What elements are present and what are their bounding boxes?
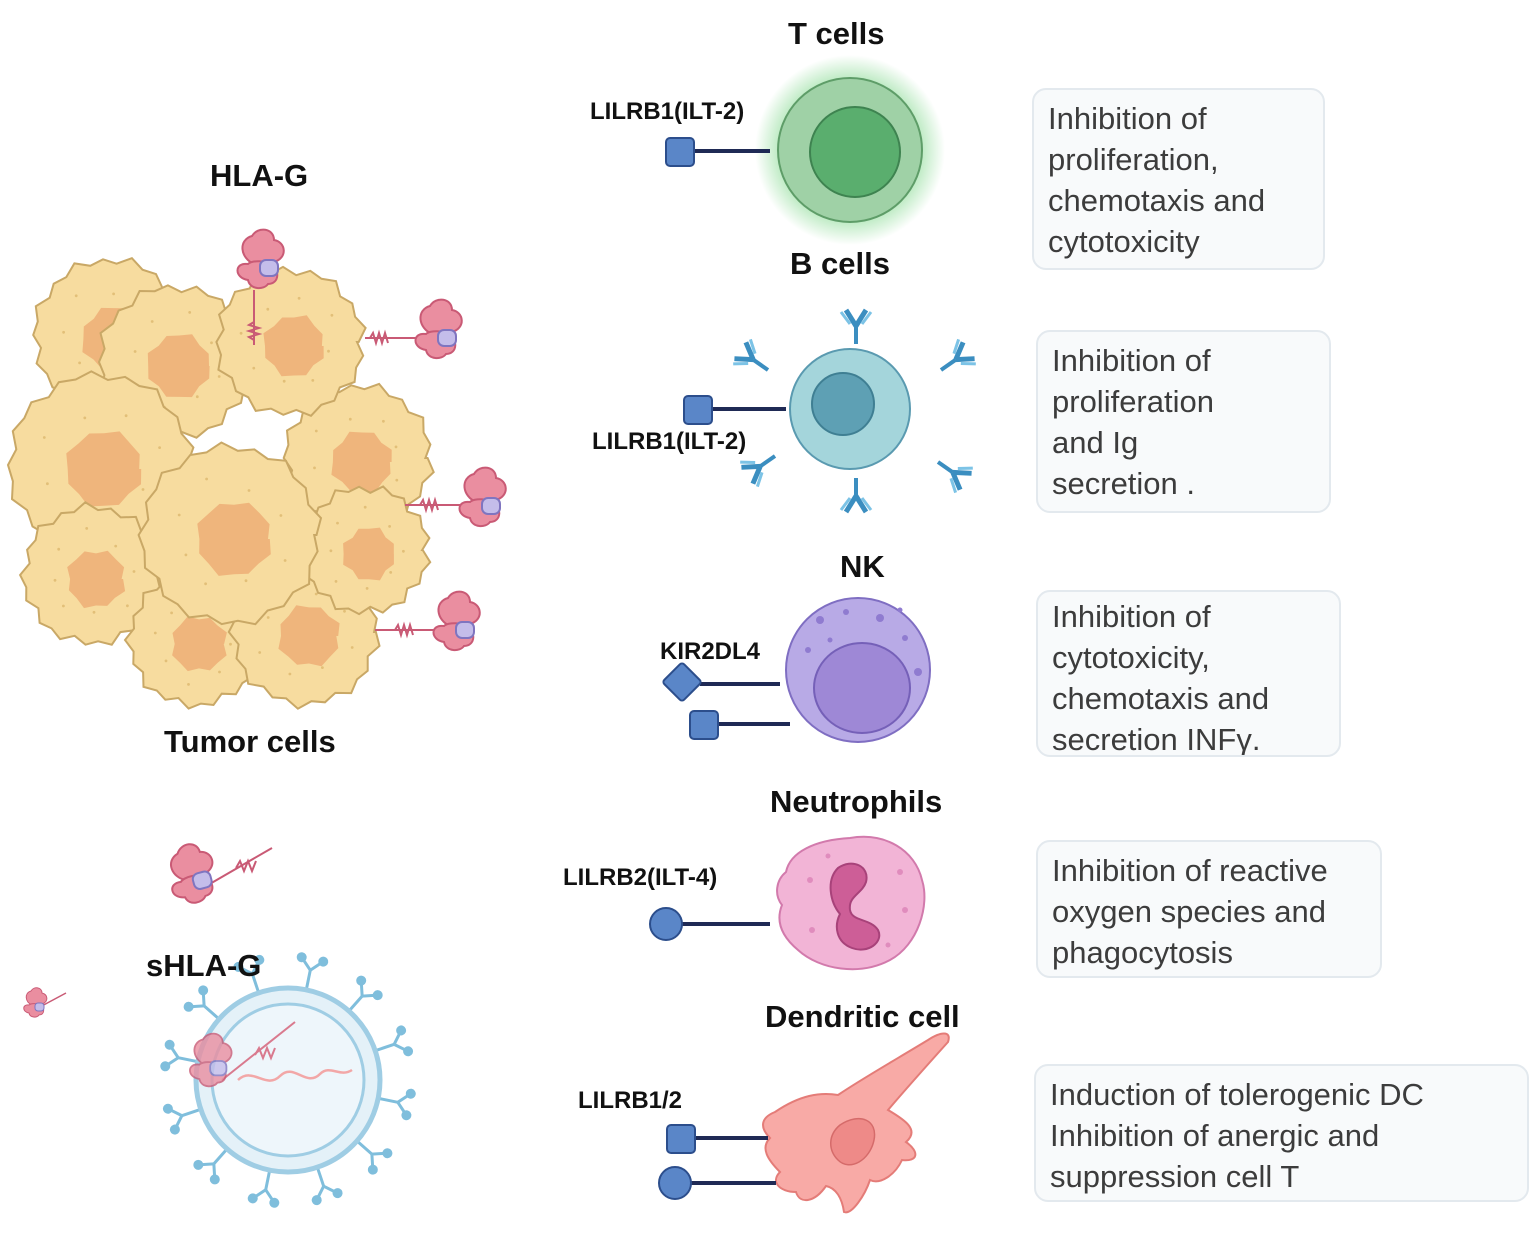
effect-line: and Ig — [1052, 425, 1139, 460]
nk-title: NK — [840, 549, 885, 584]
effect-line: proliferation — [1052, 384, 1214, 419]
neutrophil-receptor — [649, 907, 770, 941]
dendritic-cell-receptors — [658, 1124, 776, 1200]
shla-g-label: sHLA-G — [146, 948, 262, 983]
dendritic-receptor-label: LILRB1/2 — [578, 1087, 683, 1114]
hla-g-membrane-bound — [236, 228, 507, 652]
dendritic-effect-box: Induction of tolerogenic DC Inhibition o… — [1034, 1064, 1529, 1202]
effect-line: secretion INFγ. — [1052, 722, 1261, 757]
neutrophil-illustration — [776, 835, 926, 971]
t-cell-illustration — [755, 55, 945, 245]
nk-cell-receptors — [662, 662, 790, 740]
effect-line: secretion . — [1052, 466, 1196, 501]
dendritic-cell-title: Dendritic cell — [765, 999, 960, 1034]
effect-line: suppression cell T — [1050, 1159, 1300, 1194]
soluble-hla-g — [23, 838, 273, 1018]
b-cell-effect-box: Inhibition of proliferation and Ig secre… — [1036, 330, 1331, 513]
nk-effect-box: Inhibition of cytotoxicity, chemotaxis a… — [1036, 590, 1341, 757]
neutrophil-receptor-label: LILRB2(ILT-4) — [563, 864, 718, 891]
b-cell-receptor — [683, 395, 786, 425]
effect-line: cytotoxicity — [1048, 224, 1200, 259]
t-cell-effect-box: Inhibition of proliferation, chemotaxis … — [1032, 88, 1325, 270]
effect-line: Inhibition of anergic and — [1050, 1118, 1380, 1153]
dendritic-cell-illustration — [762, 1032, 950, 1214]
effect-line: phagocytosis — [1052, 935, 1233, 970]
tumor-cell — [137, 441, 323, 626]
effect-line: chemotaxis and — [1052, 681, 1270, 716]
effect-line: cytotoxicity, — [1052, 640, 1210, 675]
tumor-cells-label: Tumor cells — [164, 724, 336, 759]
tumor-cell — [18, 501, 165, 646]
effect-line: chemotaxis and — [1048, 183, 1266, 218]
tumor-cell-cluster — [6, 228, 507, 710]
effect-line: Inhibition of — [1052, 343, 1211, 378]
nk-cell-illustration — [785, 597, 931, 743]
effect-line: proliferation, — [1048, 142, 1219, 177]
effect-line: oxygen species and — [1052, 894, 1327, 929]
exosome — [157, 949, 419, 1211]
t-cells-title: T cells — [788, 16, 885, 51]
b-cell-illustration — [732, 310, 978, 512]
tumor-cell — [300, 485, 432, 616]
effect-line: Inhibition of — [1052, 599, 1211, 634]
b-cells-title: B cells — [790, 246, 890, 281]
nk-receptor-label: KIR2DL4 — [660, 638, 761, 665]
t-cell-receptor-label: LILRB1(ILT-2) — [590, 98, 745, 125]
t-cell-receptor — [665, 137, 770, 167]
effect-line: Inhibition of — [1048, 101, 1207, 136]
effect-line: Inhibition of reactive — [1052, 853, 1328, 888]
neutrophil-effect-box: Inhibition of reactive oxygen species an… — [1036, 840, 1382, 978]
hla-g-label: HLA-G — [210, 158, 309, 193]
neutrophils-title: Neutrophils — [770, 784, 943, 819]
effect-line: Induction of tolerogenic DC — [1050, 1077, 1424, 1112]
b-cell-receptor-label: LILRB1(ILT-2) — [592, 428, 747, 455]
